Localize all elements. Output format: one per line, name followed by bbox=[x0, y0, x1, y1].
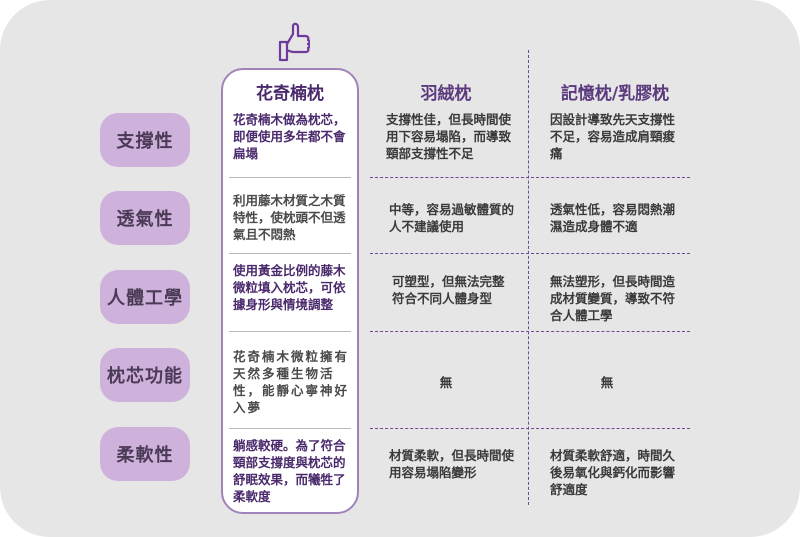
row-divider bbox=[370, 331, 690, 332]
cell-memory-breathability: 透氣性低，容易悶熱潮濕造成身體不適 bbox=[550, 202, 676, 234]
cell-memory-ergonomics: 無法塑形，但長時間造成材質變質，導致不符合人體工學 bbox=[550, 274, 676, 323]
cell-feather-support: 支撐性佳，但長時間使用下容易塌陷，而導致頸部支撐性不足 bbox=[386, 112, 512, 161]
row-label-ergonomics: 人體工學 bbox=[100, 270, 190, 324]
cell-feather-ergonomics: 可塑型，但無法完整符合不同人體身型 bbox=[392, 274, 505, 306]
cell-memory-core-function: 無 bbox=[600, 374, 614, 390]
cell-feather-core-function: 無 bbox=[439, 374, 453, 390]
row-label-core-function: 枕芯功能 bbox=[100, 348, 190, 402]
highlight-column bbox=[221, 68, 359, 514]
cell-hinoki-support: 花奇楠木做為枕芯，即便使用多年都不會扁塌 bbox=[233, 112, 346, 161]
cell-memory-softness: 材質柔軟舒適，時間久後易氧化與鈣化而影響舒適度 bbox=[550, 448, 676, 497]
row-divider bbox=[229, 177, 351, 178]
row-divider bbox=[370, 253, 690, 254]
thumbs-up-icon bbox=[278, 22, 310, 62]
cell-hinoki-ergonomics: 使用黃金比例的藤木微粒填入枕芯，可依據身形與情境調整 bbox=[233, 263, 346, 312]
cell-hinoki-breathability: 利用藤木材質之木質特性，使枕頭不但透氣且不悶熱 bbox=[233, 193, 346, 242]
column-header-memory: 記憶枕/乳膠枕 bbox=[560, 83, 670, 104]
cell-memory-support: 因設計導致先天支撐性不足，容易造成肩頸痠痛 bbox=[550, 112, 676, 161]
row-label-breathability: 透氣性 bbox=[100, 191, 190, 245]
cell-hinoki-core-function: 花奇楠木微粒擁有天然多種生物活性，能靜心寧神好入夢 bbox=[233, 349, 350, 415]
cell-hinoki-softness: 躺感較硬。為了符合頸部支撐度與枕芯的舒眠效果，而犧牲了柔軟度 bbox=[233, 438, 346, 504]
column-header-hinoki: 花奇楠枕 bbox=[256, 83, 324, 104]
row-label-softness: 柔軟性 bbox=[100, 427, 190, 481]
column-header-feather: 羽絨枕 bbox=[420, 83, 472, 104]
row-divider bbox=[370, 428, 690, 429]
row-label-support: 支撐性 bbox=[100, 113, 190, 167]
cell-feather-breathability: 中等，容易過敏體質的人不建議使用 bbox=[389, 202, 515, 234]
row-divider bbox=[229, 253, 351, 254]
row-divider bbox=[229, 428, 351, 429]
row-divider bbox=[370, 177, 690, 178]
column-divider bbox=[528, 50, 529, 505]
cell-feather-softness: 材質柔軟，但長時間使用容易塌陷變形 bbox=[389, 448, 515, 480]
row-divider bbox=[229, 331, 351, 332]
